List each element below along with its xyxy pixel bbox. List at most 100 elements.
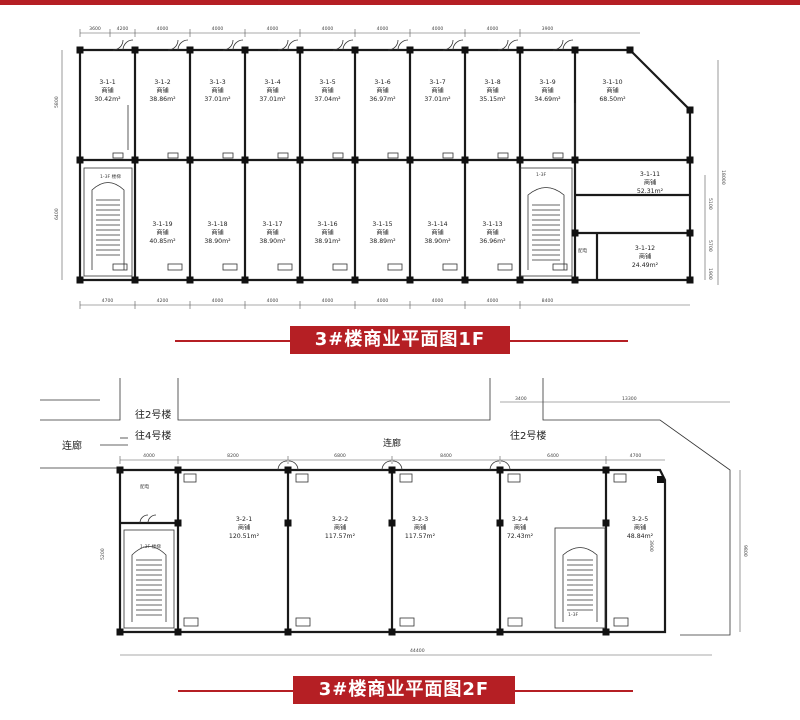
f1-column [351,276,359,284]
f2-unit-3-2-5-area: 48.84m² [627,533,654,540]
f1-unit-3-1-11-id: 3-1-11 [640,171,660,178]
f1-dim-top-7: 4000 [432,26,444,32]
f1-unit-3-1-1-area: 30.42m² [94,96,121,103]
f1-dim-top-0: 3600 [89,26,101,32]
f1-dim-bottom-7: 4000 [487,298,499,304]
f1-dim-bottom-3: 4000 [267,298,279,304]
f1-unit-3-1-17-type: 商铺 [266,229,278,237]
f2-column [657,476,664,483]
f1-stair-left-label: 1-3F 楼梯 [100,173,121,180]
f2-unit-3-2-3-type: 商铺 [414,524,426,532]
f1-column [406,156,414,164]
f1-stair-left [83,167,133,277]
f1-unit-3-1-4-id: 3-1-4 [264,79,280,86]
f1-unit-3-1-8-id: 3-1-8 [484,79,500,86]
f2-unit-3-2-4-area: 72.43m² [507,533,534,540]
f1-unit-3-1-11-area: 52.31m² [637,188,664,195]
f1-unit-3-1-14-area: 38.90m² [424,238,451,245]
f2-stair-left [123,529,175,629]
f1-column [571,46,579,54]
f2-dim-bottom-total: 44400 [410,648,425,654]
f2-title-banner: 3#楼商业平面图2F [293,676,515,704]
f1-dim-bottom-2: 4000 [212,298,224,304]
f1-unit-3-1-14-id: 3-1-14 [427,221,447,228]
f1-column [686,156,694,164]
f2-dim-top-3: 8400 [440,453,452,459]
f2-outer-wall [118,468,667,634]
f1-unit-3-1-15-type: 商铺 [376,229,388,237]
f1-column [241,276,249,284]
f2-label-corridor-left: 连廊 [62,439,82,452]
f2-column [174,466,182,474]
f1-column [186,46,194,54]
f2-dim-top-4: 6400 [547,453,559,459]
f1-unit-3-1-8-type: 商铺 [486,87,498,95]
f1-unit-3-1-7-area: 37.01m² [424,96,451,103]
f1-dim-top-6: 4000 [377,26,389,32]
f1-dim-left-top: 5800 [54,96,60,108]
f1-title-rule-right [510,340,628,342]
f1-unit-3-1-2-id: 3-1-2 [154,79,170,86]
f1-dim-top-2: 4000 [157,26,169,32]
f1-unit-3-1-12-area: 24.49m² [632,262,659,269]
f2-unit-3-2-1-id: 3-2-1 [236,516,252,523]
f2-stair-left-label: 1-3F 楼梯 [140,543,161,550]
f1-unit-3-1-2-type: 商铺 [156,87,168,95]
f2-column [284,466,292,474]
f2-unit-3-2-2-id: 3-2-2 [332,516,348,523]
f1-column [241,46,249,54]
f1-dim-top-9: 3900 [542,26,554,32]
f1-column [296,156,304,164]
f1-dim-top-8: 4000 [487,26,499,32]
f1-column [686,106,694,114]
f2-column [284,519,292,527]
f1-unit-3-1-9-area: 34.69m² [534,96,561,103]
f2-unit-3-2-1-type: 商铺 [238,524,250,532]
f2-column [388,466,396,474]
f2-dim-unit5: 3900 [648,540,654,552]
f2-room-small: 配电 [140,483,150,490]
f1-column [516,276,524,284]
f1-column [686,229,694,237]
f2-label-corridor-center: 连廊 [383,437,401,449]
f1-unit-3-1-6-area: 36.97m² [369,96,396,103]
f1-unit-3-1-11-type: 商铺 [644,179,656,187]
f1-column [76,276,84,284]
f1-dim-top-4: 4000 [267,26,279,32]
f1-unit-3-1-16-type: 商铺 [321,229,333,237]
f1-unit-3-1-13-type: 商铺 [486,229,498,237]
f2-column [388,519,396,527]
f1-column [76,46,84,54]
f2-dim-upper-1: 3400 [515,396,527,402]
f2-unit-3-2-5-type: 商铺 [634,524,646,532]
f1-column [571,276,579,284]
f1-unit-3-1-12-id: 3-1-12 [635,245,655,252]
f1-unit-3-1-3-type: 商铺 [211,87,223,95]
f1-dim-right-total: 18000 [720,170,726,185]
f1-unit-3-1-13-area: 36.96m² [479,238,506,245]
f2-column [116,628,124,636]
f1-column [626,46,634,54]
f1-unit-3-1-10-id: 3-1-10 [602,79,622,86]
f2-unit-3-2-2-type: 商铺 [334,524,346,532]
f2-stair-right-label: 1-3F [568,612,579,618]
f2-dim-top-1: 8200 [227,453,239,459]
f1-unit-3-1-5-type: 商铺 [321,87,333,95]
f1-unit-3-1-3-area: 37.01m² [204,96,231,103]
f1-column [571,229,579,237]
f1-unit-3-1-14-type: 商铺 [431,229,443,237]
f1-unit-3-1-19-type: 商铺 [156,229,168,237]
